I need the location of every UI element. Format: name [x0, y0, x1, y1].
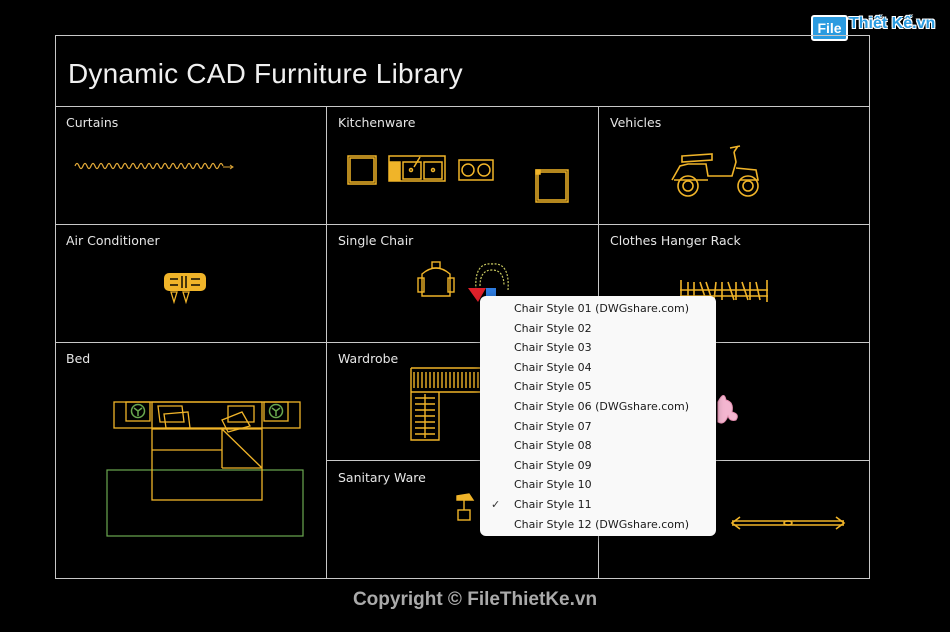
- menu-item-chair-style-01[interactable]: Chair Style 01 (DWGshare.com): [514, 302, 690, 315]
- row-divider-1: [55, 224, 869, 225]
- cell-label-vehicles: Vehicles: [610, 115, 662, 130]
- menu-item-chair-style-02[interactable]: Chair Style 02: [514, 321, 592, 335]
- chair-style-dropdown-menu[interactable]: Chair Style 01 (DWGshare.com) Chair Styl…: [480, 296, 716, 536]
- rail-block-icon[interactable]: [728, 514, 848, 532]
- cell-label-kitchenware: Kitchenware: [338, 115, 416, 130]
- cell-label-clothes-hanger-rack: Clothes Hanger Rack: [610, 233, 741, 248]
- air-conditioner-block-icon[interactable]: [162, 271, 208, 305]
- menu-item-chair-style-10[interactable]: Chair Style 10: [514, 478, 592, 492]
- kitchenware-block-icon[interactable]: [346, 154, 572, 206]
- cell-label-single-chair: Single Chair: [338, 233, 414, 248]
- row-divider-2: [55, 342, 869, 343]
- cell-label-sanitary-ware: Sanitary Ware: [338, 470, 426, 485]
- menu-item-chair-style-03[interactable]: Chair Style 03: [514, 341, 592, 355]
- menu-item-chair-style-09[interactable]: Chair Style 09: [514, 458, 592, 472]
- cell-label-wardrobe: Wardrobe: [338, 351, 399, 366]
- page-title: Dynamic CAD Furniture Library: [68, 58, 463, 89]
- cell-label-bed: Bed: [66, 351, 91, 366]
- decor-block-icon[interactable]: [716, 390, 742, 434]
- scooter-block-icon[interactable]: [668, 144, 764, 200]
- single-chair-block-icon[interactable]: [416, 260, 512, 304]
- curtain-block-icon[interactable]: [74, 160, 236, 172]
- wardrobe-block-icon[interactable]: [409, 366, 483, 442]
- cell-label-curtains: Curtains: [66, 115, 119, 130]
- menu-item-chair-style-11[interactable]: ✓ Chair Style 11: [491, 498, 592, 511]
- menu-item-chair-style-05[interactable]: Chair Style 05: [514, 380, 592, 394]
- checkmark-icon: ✓: [491, 498, 501, 511]
- bed-block-icon[interactable]: [104, 398, 306, 540]
- cell-label-air-conditioner: Air Conditioner: [66, 233, 160, 248]
- menu-item-chair-style-07[interactable]: Chair Style 07: [514, 419, 592, 433]
- logo-file-badge: File: [811, 15, 848, 41]
- copyright-footer: Copyright © FileThietKe.vn: [352, 589, 598, 610]
- library-frame: [55, 35, 870, 579]
- menu-item-chair-style-04[interactable]: Chair Style 04: [514, 360, 592, 374]
- sanitary-ware-block-icon[interactable]: [455, 492, 477, 522]
- menu-item-chair-style-12[interactable]: Chair Style 12 (DWGshare.com): [514, 517, 690, 531]
- menu-item-chair-style-08[interactable]: Chair Style 08: [514, 439, 592, 453]
- header-divider: [55, 106, 869, 107]
- logo-text: Thiết Kế.vn: [849, 15, 936, 32]
- menu-item-chair-style-06[interactable]: Chair Style 06 (DWGshare.com): [514, 400, 690, 413]
